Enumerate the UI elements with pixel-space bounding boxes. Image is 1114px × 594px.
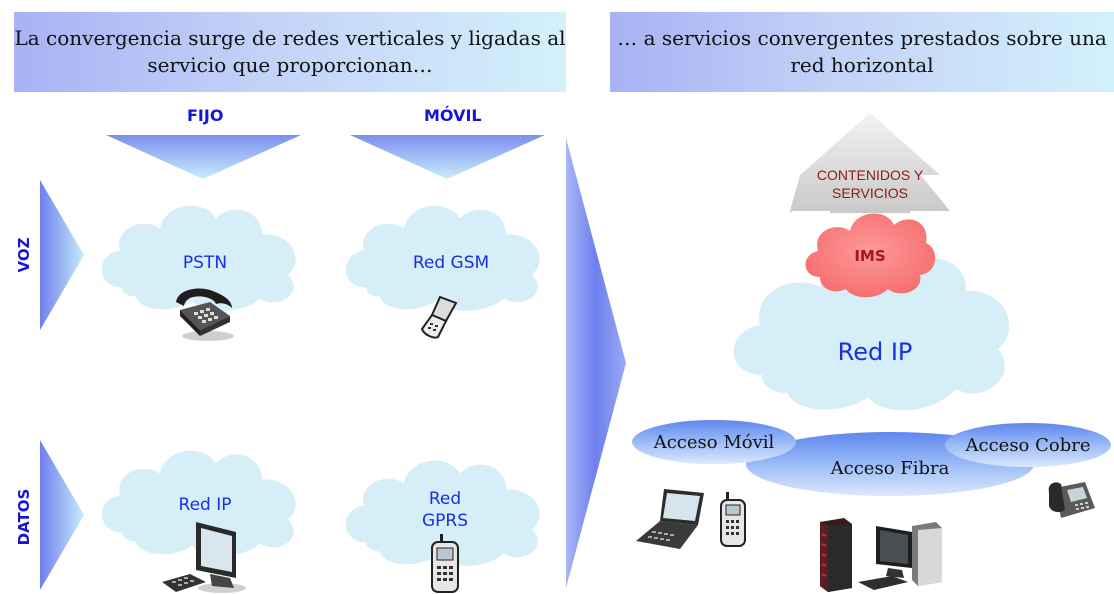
left-banner: La convergencia surge de redes verticale…: [14, 12, 566, 92]
cloud-label-red-ip-small: Red IP: [178, 495, 232, 515]
cloud-label-red-gsm: Red GSM: [412, 253, 490, 273]
red-ip-large-label: Red IP: [837, 338, 913, 366]
row-label-datos: DATOS: [15, 488, 33, 546]
ip-phone-icon: [1048, 482, 1095, 518]
contenidos-line1: CONTENIDOS Y: [816, 167, 924, 183]
acceso-fibra-label: Acceso Fibra: [830, 457, 950, 479]
cell-phone-icon: [431, 534, 459, 593]
contenidos-line2: SERVICIOS: [832, 185, 908, 201]
mobile-handset-icon: [720, 492, 746, 547]
column-label-fijo: FIJO: [187, 106, 224, 125]
right-banner-line1: … a servicios convergentes prestados sob…: [617, 26, 1107, 50]
row-label-voz: VOZ: [15, 237, 33, 273]
transition-arrow: [566, 138, 626, 588]
desktop-computer-icon: [162, 522, 246, 593]
left-banner-line1: La convergencia surge de redes verticale…: [14, 26, 566, 50]
flip-phone-icon: [420, 295, 458, 339]
movil-down-arrow: [350, 135, 545, 179]
laptop-icon: [636, 489, 704, 549]
fijo-down-arrow: [106, 135, 301, 179]
ims-label: IMS: [854, 247, 886, 265]
workstation-icon: [858, 522, 942, 590]
acceso-movil-label: Acceso Móvil: [653, 431, 775, 453]
cloud-label-red-gprs: Red GPRS: [400, 488, 490, 532]
cloud-label-red-gprs-line1: Red: [428, 489, 462, 509]
server-tower-icon: [820, 518, 852, 592]
voz-right-arrow: [40, 180, 84, 330]
contenidos-up-arrow: [790, 113, 950, 213]
cloud-label-pstn: PSTN: [182, 253, 228, 273]
acceso-cobre-ellipse: Acceso Cobre: [945, 423, 1111, 467]
desk-phone-icon: [176, 288, 234, 341]
cloud-label-red-gprs-line2: GPRS: [421, 511, 469, 531]
contenidos-label: CONTENIDOS Y SERVICIOS: [798, 166, 942, 202]
datos-right-arrow: [40, 440, 84, 590]
acceso-cobre-label: Acceso Cobre: [965, 434, 1091, 456]
acceso-movil-ellipse: Acceso Móvil: [632, 420, 796, 464]
cloud-red-ip-large: [733, 255, 1010, 411]
right-banner-line2: red horizontal: [790, 53, 934, 77]
cloud-ims: [805, 213, 936, 298]
right-banner: … a servicios convergentes prestados sob…: [610, 12, 1114, 92]
left-banner-line2: servicio que proporcionan…: [147, 53, 433, 77]
column-label-movil: MÓVIL: [424, 106, 482, 125]
